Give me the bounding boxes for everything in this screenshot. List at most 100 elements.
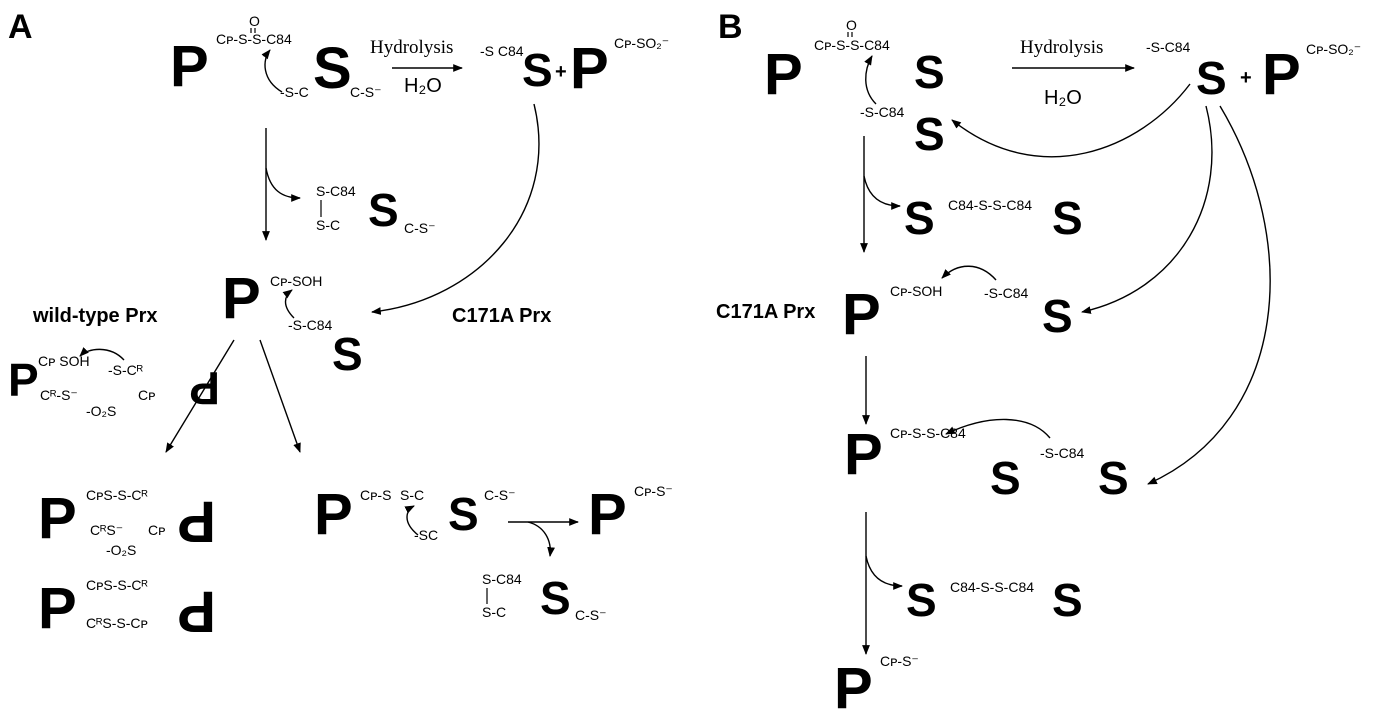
a-prod-plus: + [555, 61, 567, 83]
a-mid-srx-glyph: S [332, 328, 363, 380]
b-top-complex: P Cᴘ-S-S-C84 O S -S-C84 S [764, 17, 945, 160]
a-hydrolysis: Hydrolysis H₂O [370, 37, 463, 97]
panel-b-label: B [718, 8, 743, 46]
b-hydrolysis: Hydrolysis H₂O [1012, 37, 1135, 109]
a-wt3-prx-glyph: P [38, 576, 77, 641]
a-c171a-complex: P Cᴘ-S S-C S C-S⁻ -SC P Cᴘ-S⁻ [314, 482, 673, 557]
b-mix-srx-glyph: S [990, 452, 1021, 504]
b-prod-plus: + [1240, 67, 1252, 89]
a-wt2-o2s: -O₂S [106, 542, 136, 558]
a-top-complex: P Cᴘ-S-S-C84 O S -S-C C-S⁻ [170, 13, 382, 101]
a-prod-prx-glyph: P [570, 36, 609, 101]
b-top-srx-glyph: S [914, 46, 945, 98]
a-wt2-cps-s-cr: CᴘS-S-Cᴿ [86, 487, 149, 503]
a-wt1-s-cr: -S-Cᴿ [108, 362, 144, 378]
a-top-prx-glyph: P [170, 34, 209, 99]
b-release-arrow-1 [863, 175, 901, 210]
b-mix-cp-s-s-c84: Cᴘ-S-S-C84 [890, 425, 966, 441]
b-dim1-srx-left: S [904, 192, 935, 244]
b-dim1-c84-s-s-c84: C84-S-S-C84 [948, 197, 1032, 213]
b-prod-srx-glyph: S [1196, 52, 1227, 104]
a-mid-s-c84: -S-C84 [288, 317, 333, 333]
b-release-arrow-2 [865, 555, 903, 590]
a-mid-prx-glyph: P [222, 266, 261, 331]
a-wt1-cr-s: Cᴿ-S⁻ [40, 387, 78, 403]
a-rel1-s-c84: S-C84 [316, 183, 356, 199]
b-recycle-arrow-2 [1081, 105, 1213, 314]
b-mid-attack-arrow [941, 265, 997, 281]
b-prod-cp-so2: Cᴘ-SO₂⁻ [1306, 41, 1361, 57]
a-wt2-flipped-prx-glyph: P [177, 489, 216, 554]
a-rel2-c-s-minus: C-S⁻ [575, 607, 607, 623]
a-recycle-arrow [371, 103, 540, 315]
b-top-attack-arrow [864, 55, 877, 105]
a-wt1-attack-arrow [79, 346, 125, 361]
a-wt1-prx-glyph: P [8, 354, 39, 406]
a-wt-product-2: P CᴘS-S-Cᴿ CᴿS-S-Cᴘ P [38, 576, 216, 644]
b-top-prx-glyph: P [764, 42, 803, 107]
a-wt-product-1: P CᴘS-S-Cᴿ CᴿS⁻ Cᴘ -O₂S P [38, 486, 216, 558]
a-prod-cp-so2: Cᴘ-SO₂⁻ [614, 35, 669, 51]
b-srx-dimer-1: S C84-S-S-C84 S [904, 192, 1083, 244]
a-wt3-flipped-prx-glyph: P [177, 579, 216, 644]
a-rel1-srx-glyph: S [368, 184, 399, 236]
b-mix-srx-2-glyph: S [1098, 452, 1129, 504]
panel-b: B P Cᴘ-S-S-C84 O S -S-C84 S Hydrolysis H… [716, 8, 1361, 711]
b-top-minus-s-c84: -S-C84 [860, 104, 905, 120]
a-rel2-s-c84: S-C84 [482, 571, 522, 587]
a-rel1-c-s-minus: C-S⁻ [404, 220, 436, 236]
b-recycle-arrow-3 [1147, 105, 1271, 485]
a-c171-attack-arrow [404, 505, 419, 536]
a-wt1-cp: Cᴘ [138, 387, 155, 403]
b-mid-s-c84: -S-C84 [984, 285, 1029, 301]
a-rel2-srx-glyph: S [540, 572, 571, 624]
b-recycle-arrow-1 [951, 83, 1191, 158]
a-branch-arrow-left [165, 339, 235, 453]
a-top-c-s-minus: C-S⁻ [350, 84, 382, 100]
a-released-srx-1: S-C84 S-C S C-S⁻ [316, 183, 436, 236]
b-final-prx-glyph: P [834, 656, 873, 711]
a-top-sulfinyl-o: O [249, 13, 260, 29]
a-wt2-prx-glyph: P [38, 486, 77, 551]
b-dim2-srx-left: S [906, 574, 937, 626]
b-srx-dimer-2: S C84-S-S-C84 S [906, 574, 1083, 626]
a-hydrolysis-products: -S C84 S + P Cᴘ-SO₂⁻ [480, 35, 669, 101]
b-top-sulfinyl-o: O [846, 17, 857, 33]
a-top-attack-arrow [261, 49, 283, 93]
b-water-label: H₂O [1044, 87, 1082, 109]
a-rel2-s-c: S-C [482, 604, 506, 620]
b-mix-prx-glyph: P [844, 422, 883, 487]
a-mid-cp-soh: Cᴘ-SOH [270, 273, 322, 289]
a-water-label: H₂O [404, 75, 442, 97]
a-c171-prod-prx-glyph: P [588, 482, 627, 547]
b-top-srx-2-glyph: S [914, 108, 945, 160]
a-c171-prod-cp-s: Cᴘ-S⁻ [634, 483, 673, 499]
a-wt-dimer-intermediate: P Cᴘ SOH -S-Cᴿ P Cᴿ-S⁻ -O₂S Cᴘ [8, 346, 220, 419]
b-mid-srx-glyph: S [1042, 290, 1073, 342]
a-prod-srx-glyph: S [522, 44, 553, 96]
a-c171-c-s-minus: C-S⁻ [484, 487, 516, 503]
a-released-srx-2: S-C84 S-C S C-S⁻ [482, 571, 607, 624]
a-c171-minus-sc: -SC [414, 527, 438, 543]
a-hydrolysis-label: Hydrolysis [370, 37, 453, 58]
a-wt1-cp-soh: Cᴘ SOH [38, 353, 90, 369]
b-prod-s-c84: -S-C84 [1146, 39, 1191, 55]
panel-a: A P Cᴘ-S-S-C84 O S -S-C C-S⁻ Hydrolysis … [8, 8, 673, 644]
b-top-cp-s-s-c84: Cᴘ-S-S-C84 [814, 37, 890, 53]
a-top-cp-s-s-c84: Cᴘ-S-S-C84 [216, 31, 292, 47]
a-prod-s-c84: -S C84 [480, 43, 524, 59]
b-prod-prx-glyph: P [1262, 42, 1301, 107]
a-top-minus-s-c: -S-C [280, 84, 309, 100]
a-wild-type-label: wild-type Prx [32, 305, 157, 327]
b-mid-prx-glyph: P [842, 282, 881, 347]
b-c171a-label: C171A Prx [716, 301, 815, 323]
b-dim2-c84-s-s-c84: C84-S-S-C84 [950, 579, 1034, 595]
b-hydrolysis-products: -S-C84 S + P Cᴘ-SO₂⁻ [1146, 39, 1361, 107]
a-release-arrow-1 [265, 167, 301, 202]
a-c171-cp-s-s-c: Cᴘ-S [360, 487, 391, 503]
a-c171-prx-glyph: P [314, 482, 353, 547]
b-dim2-srx-right: S [1052, 574, 1083, 626]
panel-a-label: A [8, 8, 33, 46]
b-dim1-srx-right: S [1052, 192, 1083, 244]
a-c171-srx-glyph: S [448, 488, 479, 540]
